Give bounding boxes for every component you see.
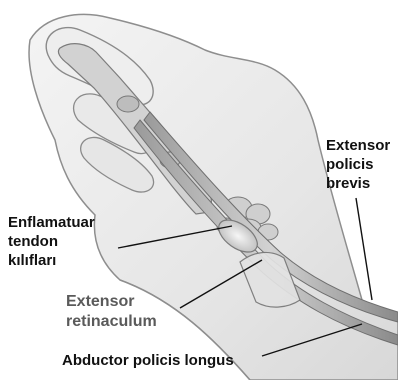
label-line: Extensor: [66, 292, 157, 312]
label-line: tendon: [8, 232, 95, 251]
label-extensor-retinaculum: Extensor retinaculum: [66, 292, 157, 332]
label-line: retinaculum: [66, 312, 157, 332]
label-extensor-policis-brevis: Extensor policis brevis: [326, 136, 390, 193]
label-enflamatuar-tendon-kiliflari: Enflamatuar tendon kılıfları: [8, 213, 95, 270]
label-line: kılıfları: [8, 251, 95, 270]
label-line: policis: [326, 155, 390, 174]
label-abductor-policis-longus: Abductor policis longus: [62, 351, 234, 370]
label-line: brevis: [326, 174, 390, 193]
thumb-joint: [117, 96, 139, 112]
label-line: Enflamatuar: [8, 213, 95, 232]
label-line: Extensor: [326, 136, 390, 155]
